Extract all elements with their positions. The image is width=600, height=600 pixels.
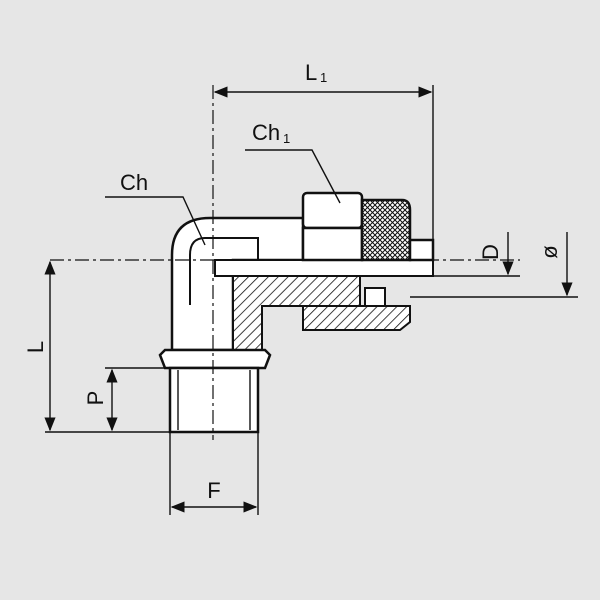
male-thread	[168, 366, 260, 434]
dimension-L1: L 1	[213, 60, 434, 240]
dimension-D: D	[433, 232, 520, 277]
svg-text:ø: ø	[537, 245, 562, 258]
svg-text:P: P	[83, 391, 108, 406]
knurled-ring	[360, 198, 435, 262]
label-Ch: Ch	[105, 170, 206, 246]
svg-text:L: L	[305, 60, 317, 85]
dimension-P: P	[83, 367, 170, 432]
hex-nut	[301, 191, 411, 331]
dimension-L: L	[23, 260, 170, 433]
svg-text:1: 1	[320, 70, 327, 85]
svg-text:Ch: Ch	[120, 170, 148, 195]
svg-text:L: L	[23, 341, 48, 353]
label-Ch1: Ch 1	[245, 120, 341, 204]
svg-text:1: 1	[283, 131, 290, 146]
dimension-diameter: ø	[410, 232, 578, 298]
dimension-F: F	[169, 432, 259, 515]
svg-text:F: F	[207, 478, 220, 503]
svg-text:D: D	[478, 244, 503, 260]
svg-text:Ch: Ch	[252, 120, 280, 145]
